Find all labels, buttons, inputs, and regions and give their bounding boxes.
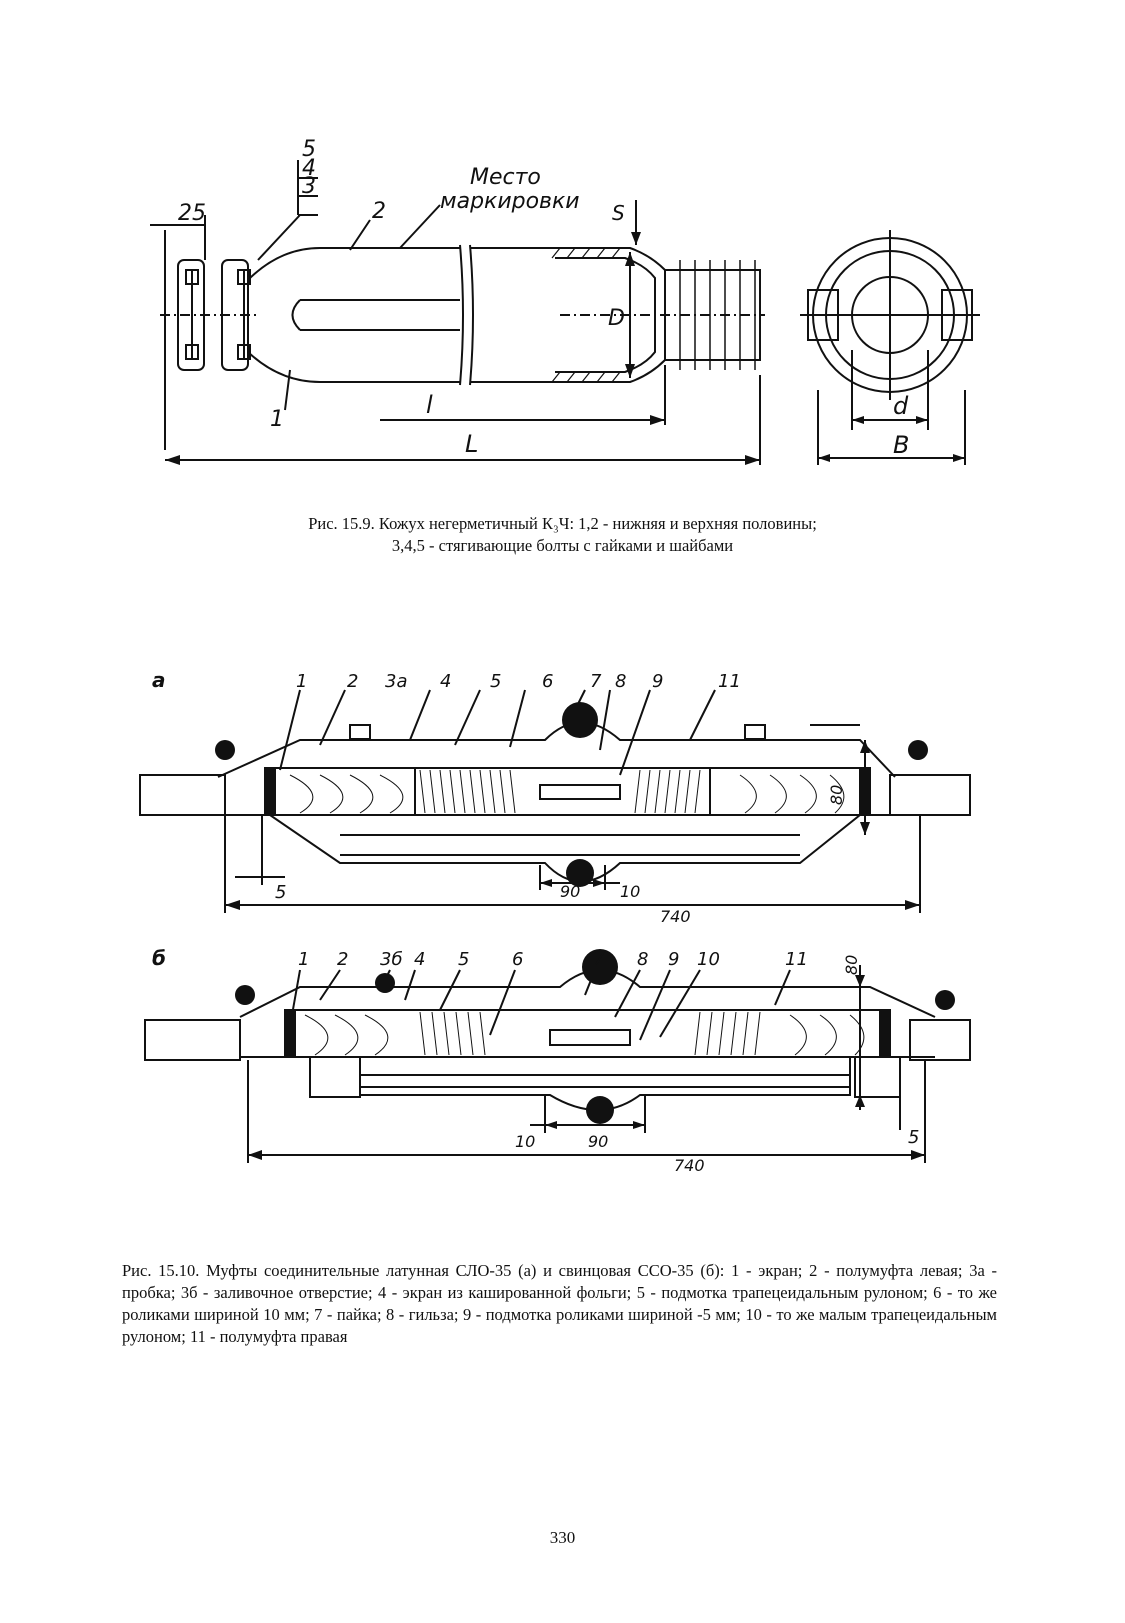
label-b-4: 4 (414, 949, 425, 970)
label-a-5: 5 (490, 671, 501, 692)
dim-a-90: 90 (560, 882, 580, 901)
dim-b-90: 90 (588, 1132, 608, 1151)
dim-25: 25 (178, 201, 206, 226)
callout-3: 3 (302, 174, 316, 199)
label-b-8: 8 (637, 949, 648, 970)
dim-l: l (426, 391, 433, 419)
dim-b-740: 740 (674, 1156, 705, 1175)
label-b-1: 1 (298, 949, 309, 970)
label-b-11: 11 (785, 949, 808, 970)
callout-5: 5 (302, 137, 316, 162)
label-b-5: 5 (458, 949, 469, 970)
dim-L: L (465, 430, 478, 458)
caption-15-9-line1: Рис. 15.9. Кожух негерметичный К₃Ч: 1,2 … (308, 514, 817, 533)
callout-2: 2 (372, 199, 386, 224)
label-b-10: 10 (697, 949, 720, 970)
label-a-8: 8 (615, 671, 626, 692)
label-b-7: 7 (593, 949, 605, 970)
dim-B: B (893, 431, 909, 459)
label-a-7: 7 (590, 671, 602, 692)
caption-15-10: Рис. 15.10. Муфты соединительные латунна… (122, 1261, 997, 1346)
label-a-9: 9 (652, 671, 663, 692)
label-b-9: 9 (668, 949, 679, 970)
label-b-2: 2 (337, 949, 348, 970)
marking-label-line1: Место (470, 165, 541, 190)
label-a-4: 4 (440, 671, 451, 692)
dim-b-10: 10 (515, 1132, 535, 1151)
dim-s: S (612, 201, 625, 225)
page-number: 330 (549, 1528, 576, 1547)
label-a-1: 1 (296, 671, 307, 692)
marking-label-line2: маркировки (440, 189, 580, 214)
label-a-6: 6 (542, 671, 553, 692)
label-b-3b: 3б (380, 949, 403, 970)
dim-a-10: 10 (620, 882, 640, 901)
figure-15-10-b: б 1 2 3б 4 5 6 7 8 9 10 11 80 10 90 740 … (0, 945, 1125, 1185)
label-a-11: 11 (718, 671, 741, 692)
casing-drawing: 5 4 3 2 1 Место маркировки 25 S D l L d … (150, 137, 980, 465)
caption-15-9-line2: 3,4,5 - стягивающие болты с гайками и ша… (391, 536, 734, 555)
label-b-6: 6 (512, 949, 523, 970)
callout-4: 4 (302, 156, 316, 181)
variant-b-tag: б (152, 946, 166, 970)
coupling-a-drawing: а 1 2 3а 4 5 6 7 8 9 11 5 90 10 740 80 (139, 668, 971, 926)
coupling-b-drawing: б 1 2 3б 4 5 6 7 8 9 10 11 80 10 90 740 … (144, 946, 971, 1175)
dim-a-740: 740 (660, 907, 691, 926)
dim-d: d (893, 392, 909, 420)
label-a-2: 2 (347, 671, 358, 692)
figure-15-9: 5 4 3 2 1 Место маркировки 25 S D l L d … (0, 120, 1125, 480)
dim-b-80: 80 (842, 955, 861, 975)
figure-15-10-a: а 1 2 3а 4 5 6 7 8 9 11 5 90 10 740 80 (0, 665, 1125, 935)
callout-1: 1 (270, 407, 284, 432)
variant-a-tag: а (152, 668, 166, 692)
dim-b-5: 5 (908, 1127, 919, 1148)
label-a-3a: 3а (385, 671, 407, 692)
dim-a-5: 5 (275, 882, 286, 903)
dim-d-upper: D (608, 306, 625, 331)
caption-15-9: Рис. 15.9. Кожух негерметичный К₃Ч: 1,2 … (160, 513, 965, 557)
dim-a-80: 80 (827, 785, 846, 805)
